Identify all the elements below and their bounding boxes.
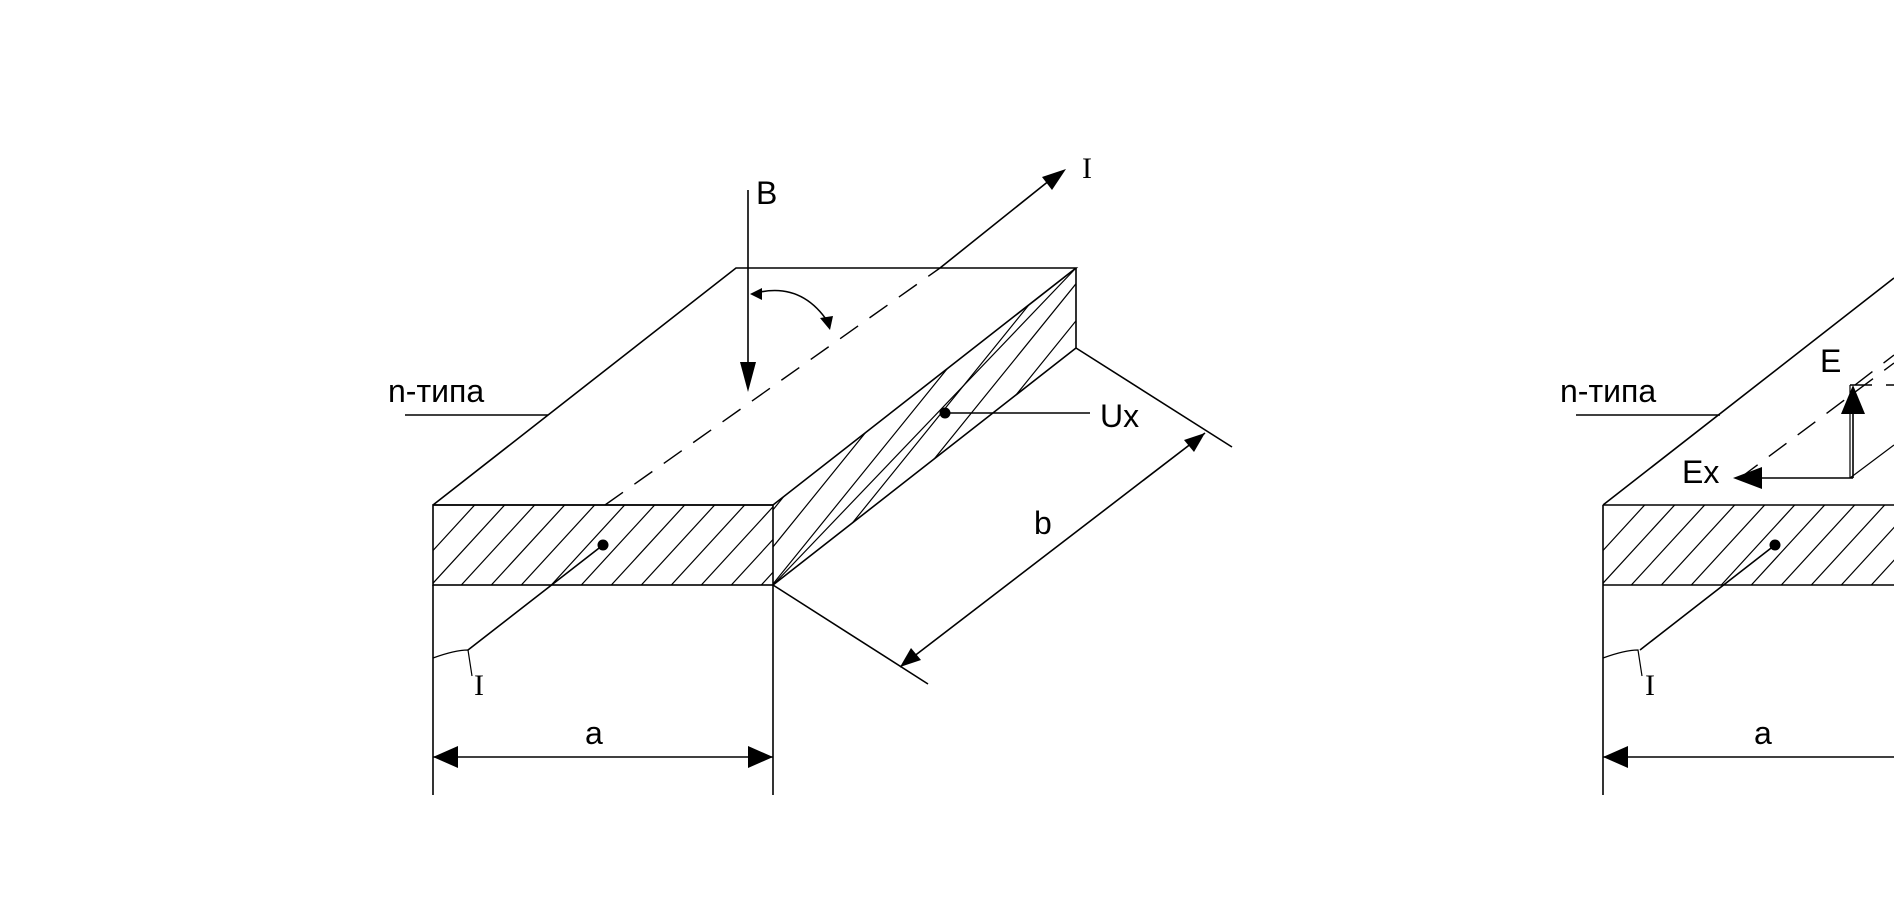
arrow-head-icon (1042, 169, 1066, 190)
dim-arrow-a-right-icon (748, 746, 773, 768)
type-label-right: n-типа (1560, 373, 1720, 416)
dimension-b: b (772, 347, 1233, 685)
hatch-front-left (433, 505, 773, 585)
current-label-bottom-right: I (1645, 669, 1655, 702)
arrow-down-icon (740, 362, 756, 392)
type-label-text-left: n-типа (388, 373, 484, 409)
section-mark-left: I (432, 539, 609, 702)
dimension-a-left: a (432, 585, 774, 795)
hatch-front-right (1603, 505, 1894, 585)
arrow-left-icon (1733, 467, 1762, 489)
left-figure: I B n-типа Ux I (388, 152, 1233, 795)
angle-arrow-icon (820, 316, 833, 330)
arrow-up-icon (1841, 385, 1865, 414)
type-label-text-right: n-типа (1560, 373, 1656, 409)
field-arrow-ex: Ex (1682, 454, 1853, 490)
voltage-label: Ux (1100, 398, 1139, 434)
plate-right (1602, 277, 1894, 586)
dim-arrow-b-bottom-icon (900, 648, 921, 667)
field-arrow-b: B (740, 175, 833, 392)
current-label-top: I (1082, 152, 1092, 185)
dim-arrow-a-left-icon (433, 746, 458, 768)
width-label-right: a (1754, 715, 1772, 751)
dimension-a-right: a (1602, 585, 1894, 795)
dim-arrow-b-top-icon (1184, 433, 1205, 452)
voltage-probe: Ux (939, 398, 1139, 434)
field-label-e: E (1820, 343, 1841, 379)
hatch-side-left (773, 268, 1076, 585)
type-label-left: n-типа (388, 373, 548, 416)
field-label-ex: Ex (1682, 454, 1719, 490)
current-axis-left: I (604, 152, 1092, 506)
right-figure: E Ex n-типа I a (1560, 277, 1894, 795)
length-label: b (1034, 505, 1052, 541)
plate-left (432, 267, 1079, 586)
current-label-bottom-left: I (474, 669, 484, 702)
field-arrow-e: E (1820, 343, 1865, 478)
width-label-left: a (585, 715, 603, 751)
dim-arrow-a-right-fig-icon (1603, 746, 1628, 768)
field-label-b: B (756, 175, 777, 211)
angle-arrow-tail-icon (750, 288, 762, 300)
section-mark-right: I (1602, 539, 1781, 702)
